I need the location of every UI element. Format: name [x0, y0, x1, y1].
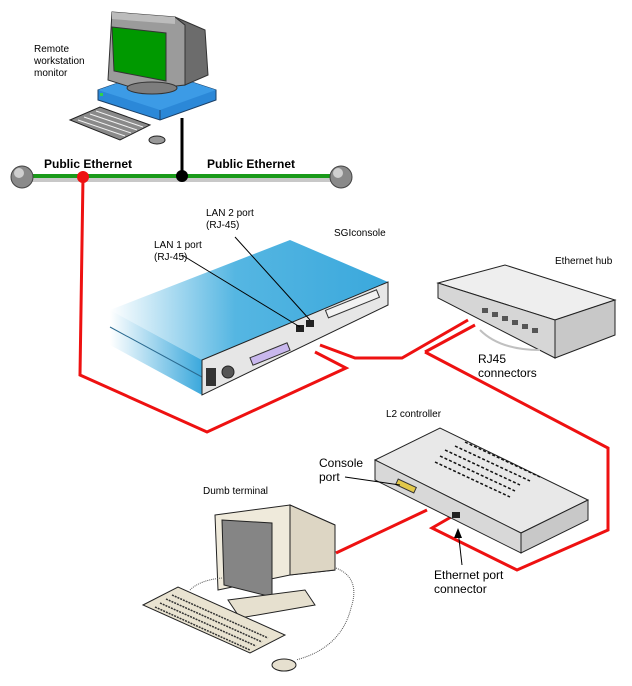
- fan: [221, 365, 235, 379]
- cable-hub-2: [424, 323, 476, 354]
- keyboard-cable: [189, 577, 223, 591]
- console-port-leader: [344, 476, 401, 486]
- monitor-screen: [111, 26, 167, 82]
- rj45-connectors-label: RJ45 connectors: [478, 352, 537, 380]
- terminator-highlight: [333, 168, 343, 178]
- ethernet-port-connector-label: Ethernet port connector: [434, 568, 507, 596]
- arrowhead-icon: [454, 528, 462, 538]
- label-line: connector: [434, 582, 487, 596]
- monitor-stand: [126, 81, 178, 95]
- workstation-mouse: [148, 135, 166, 145]
- lan1-port: [296, 325, 304, 332]
- remote-workstation: [68, 11, 217, 145]
- dumb-terminal-label: Dumb terminal: [203, 486, 268, 497]
- cable-hub-to-l2-ethernet: [424, 350, 610, 572]
- label-line: connectors: [478, 366, 537, 380]
- pci-slot: [324, 289, 381, 319]
- lan1-port-label: LAN 1 port (RJ-45): [154, 240, 205, 263]
- serial-ports: [249, 342, 291, 366]
- cable-lan2-to-hub: [319, 318, 469, 360]
- l2-controller: [373, 427, 590, 554]
- sgiconsole-label: SGIconsole: [334, 228, 386, 239]
- lan1-leader: [181, 254, 301, 328]
- label-line: port: [319, 470, 340, 484]
- console-port-label: Console port: [319, 456, 366, 484]
- label-line: LAN 1 port: [154, 240, 202, 251]
- label-line: workstation: [33, 56, 85, 67]
- label-line: Ethernet port: [434, 568, 504, 582]
- lan2-port: [306, 320, 314, 327]
- terminal-screen: [221, 519, 273, 598]
- label-line: monitor: [34, 68, 68, 79]
- workstation-keyboard: [68, 106, 152, 141]
- sgiconsole: [109, 240, 389, 396]
- lan2-leader: [234, 236, 311, 321]
- lan2-port-label: LAN 2 port (RJ-45): [206, 208, 257, 231]
- terminal-side: [289, 504, 336, 576]
- mouse-cable: [295, 567, 355, 661]
- l2-vents: [434, 441, 541, 498]
- terminal-mouse: [271, 658, 297, 672]
- power-connector: [206, 368, 216, 386]
- public-ethernet-label-right: Public Ethernet: [207, 157, 295, 171]
- ethernet-hub-label: Ethernet hub: [555, 256, 613, 267]
- keyboard-keys: [77, 110, 144, 137]
- public-ethernet-bus: [10, 165, 353, 189]
- label-line: (RJ-45): [206, 220, 239, 231]
- l2-side: [520, 499, 589, 554]
- cable-terminal-to-console: [335, 508, 428, 555]
- label-line: RJ45: [478, 352, 506, 366]
- hub-side: [554, 299, 616, 359]
- dumb-terminal: [141, 504, 355, 672]
- cable-public-to-lan1: [78, 176, 350, 434]
- monitor-back: [174, 16, 209, 86]
- rj45-brace: [479, 329, 541, 351]
- terminator-highlight: [14, 168, 24, 178]
- ethernet-hub: [436, 264, 617, 359]
- console-port: [395, 478, 417, 494]
- l2-controller-label: L2 controller: [386, 409, 442, 420]
- remote-monitor-label: Remote workstation monitor: [33, 44, 87, 79]
- label-line: (RJ-45): [154, 252, 187, 263]
- power-led: [100, 93, 103, 96]
- terminal-keyboard-keys: [154, 594, 269, 651]
- sgiconsole-seam: [109, 326, 203, 378]
- monitor-top: [112, 12, 175, 24]
- public-ethernet-label-left: Public Ethernet: [44, 157, 132, 171]
- label-line: Console: [319, 456, 363, 470]
- label-line: Remote: [34, 44, 69, 55]
- ethernet-port: [452, 512, 460, 518]
- hub-ports: [482, 308, 538, 333]
- label-line: LAN 2 port: [206, 208, 254, 219]
- terminal-stand: [227, 589, 316, 619]
- cables: [78, 176, 610, 572]
- sgiconsole-top: [110, 240, 388, 360]
